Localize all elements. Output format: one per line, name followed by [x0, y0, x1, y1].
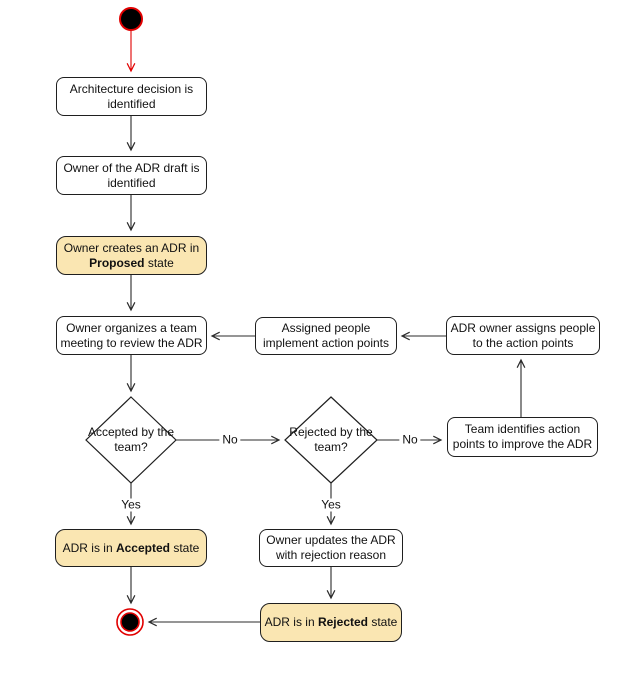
decision-accepted-shape — [85, 396, 177, 484]
activity-label: Owner of the ADR draft is identified — [63, 160, 200, 190]
activity-assigned-implement: Assigned people implement action points — [255, 317, 397, 355]
activity-label: Owner creates an ADR in Proposed state — [63, 240, 200, 270]
start-node — [119, 7, 143, 31]
activity-label: ADR owner assigns people to the action p… — [450, 320, 596, 350]
edge-label-accepted-no: No — [219, 433, 241, 447]
edge-label-accepted-yes: Yes — [118, 498, 144, 512]
decision-rejected-shape — [284, 396, 378, 484]
activity-team-meeting: Owner organizes a team meeting to review… — [56, 316, 207, 355]
end-node — [120, 612, 140, 632]
decision-accepted-by-team: Accepted by the team? — [86, 410, 176, 470]
decision-rejected-by-team: Rejected by the team? — [286, 410, 376, 470]
activity-label: Assigned people implement action points — [262, 321, 390, 350]
state-adr-rejected: ADR is in Rejected state — [260, 603, 402, 642]
activity-label: Owner updates the ADR with rejection rea… — [266, 533, 396, 562]
edge-label-rejected-no: No — [399, 433, 421, 447]
decision-label: Rejected by the team? — [289, 425, 373, 454]
activity-label: Owner organizes a team meeting to review… — [60, 320, 203, 350]
activity-owner-assigns-people: ADR owner assigns people to the action p… — [446, 316, 600, 355]
decision-label: Accepted by the team? — [87, 425, 175, 454]
state-label: ADR is in Accepted state — [62, 540, 200, 555]
edge-label-rejected-yes: Yes — [318, 498, 344, 512]
activity-label: Team identifies action points to improve… — [452, 422, 593, 451]
state-adr-accepted: ADR is in Accepted state — [55, 529, 207, 567]
activity-owner-updates-adr: Owner updates the ADR with rejection rea… — [259, 529, 403, 567]
activity-create-adr-proposed: Owner creates an ADR in Proposed state — [56, 236, 207, 275]
activity-label: Architecture decision is identified — [69, 81, 194, 111]
activity-owner-draft-identified: Owner of the ADR draft is identified — [56, 156, 207, 195]
activity-architecture-decision: Architecture decision is identified — [56, 77, 207, 116]
activity-team-identifies-action-points: Team identifies action points to improve… — [447, 417, 598, 457]
state-label: ADR is in Rejected state — [264, 615, 398, 629]
